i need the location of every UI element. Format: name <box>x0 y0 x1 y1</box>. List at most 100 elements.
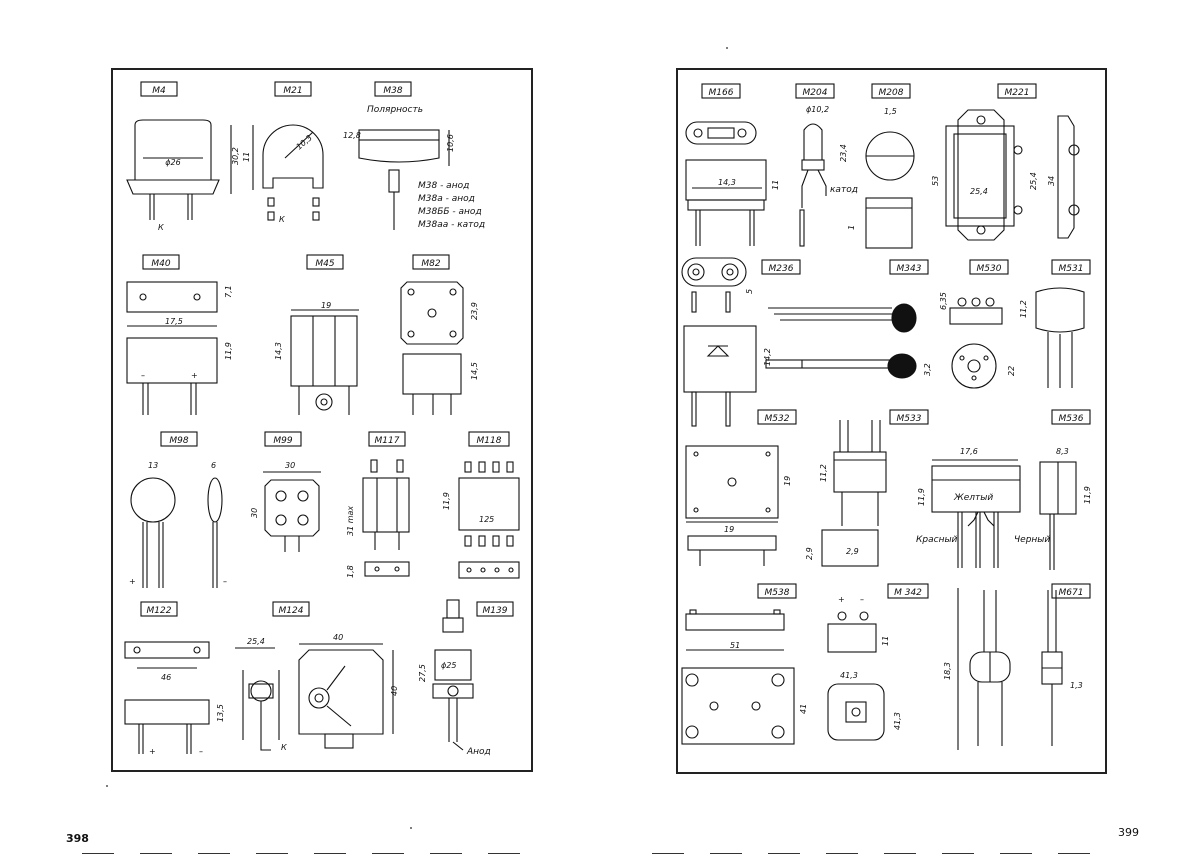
m99-dim-height: 30 <box>250 508 259 518</box>
m535-wire-red: Красный <box>916 535 958 545</box>
m208-dim-top: 1,5 <box>884 107 897 116</box>
m671-label: М671 <box>1059 588 1084 598</box>
m342-dim-side: 41,3 <box>893 712 902 730</box>
m139-label: М139 <box>483 606 508 616</box>
component-m40: М40 7,1 17,5 – + 11,9 <box>126 254 233 415</box>
component-m221: М221 53 25,4 25,4 34 <box>931 83 1080 241</box>
m221-dim-side: 34 <box>1047 176 1056 186</box>
m38-dim-height: 10,6 <box>446 134 455 152</box>
m45-dim-height: 14,3 <box>274 342 283 360</box>
component-m236: М236 5 14,2 <box>681 257 801 427</box>
m531-dim-height: 11,2 <box>1019 300 1028 318</box>
component-m99: М99 30 30 <box>250 431 321 552</box>
m204-dim-diameter: ϕ10,2 <box>806 105 829 114</box>
component-m21: М21 10,3 11 К <box>242 81 324 224</box>
m221-label: М221 <box>1005 88 1030 98</box>
m98-sign-minus: – <box>223 577 227 586</box>
m204-label: М204 <box>803 88 828 98</box>
component-m98: М98 13 + 6 – <box>129 431 227 588</box>
m40-label: М40 <box>151 259 170 269</box>
m533-dim-side: 2,9 <box>805 547 814 560</box>
m21-pin-note: К <box>279 215 285 224</box>
m236-label: М236 <box>769 264 794 274</box>
component-m533: М533 11,2 2,9 2,9 <box>805 409 929 567</box>
m221-dim-width: 25,4 <box>970 187 988 196</box>
m166-dim-width: 14,3 <box>718 178 736 187</box>
m21-label: М21 <box>283 86 302 96</box>
m530-label: М530 <box>977 264 1002 274</box>
m343-label: М343 <box>897 264 922 274</box>
m532-dim-height: 19 <box>783 476 792 486</box>
m40-dim-width: 17,5 <box>165 317 183 326</box>
m122-sign-plus: + <box>149 747 156 756</box>
component-m208: М208 1,5 1 <box>847 83 915 249</box>
m166-dim-height: 11 <box>771 180 780 190</box>
m124-dim-height: 40 <box>390 686 399 696</box>
m536-dim-height: 11,9 <box>1083 486 1092 504</box>
component-m139: М139 ϕ25 27,5 Анод <box>418 599 514 757</box>
m4-label-box <box>140 81 178 97</box>
m124-pin-note: К <box>281 743 287 752</box>
scan-speck <box>106 785 108 787</box>
m535-wire-yellow: Желтый <box>953 493 993 503</box>
m342-sign-minus: – <box>860 595 864 604</box>
component-m45: М45 19 14,3 <box>274 254 359 415</box>
page-number-right: 399 <box>1118 826 1139 839</box>
component-m38: М38 Полярность 12,8 10,6 М38 - анод М38а… <box>343 81 485 230</box>
m381-dim-height: 18,3 <box>943 662 952 680</box>
scan-speck <box>726 47 728 49</box>
m98-dim-diameter: 13 <box>148 461 158 470</box>
m38-label: М38 <box>383 86 402 96</box>
m139-pin-note: Анод <box>466 747 491 757</box>
right-page-drawing: М166 14,3 11 М204 ϕ10,2 23,4 катод М208 … <box>676 68 1107 774</box>
m122-dim-width: 46 <box>161 673 171 682</box>
m21-dim-radius: 10,3 <box>295 133 314 151</box>
component-m532: М532 19 19 <box>685 409 797 566</box>
component-m531: М531 11,2 <box>1019 259 1091 388</box>
m118-label: М118 <box>477 436 502 446</box>
m99-label: М99 <box>273 436 292 446</box>
scan-dashes-right <box>652 853 1090 855</box>
component-m204: М204 ϕ10,2 23,4 катод <box>795 83 858 247</box>
m38-dim-width: 12,8 <box>343 131 361 140</box>
m99-dim-width: 30 <box>285 461 295 470</box>
m40-dim-top: 7,1 <box>224 285 233 298</box>
component-m117: М117 31 max 1,8 <box>346 431 410 578</box>
m535-wire-black: Черный <box>1014 535 1050 545</box>
component-m118: М118 11,9 125 <box>442 431 520 579</box>
scan-speck <box>410 827 412 829</box>
m533-label: М533 <box>897 414 922 424</box>
m204-dim-height: 23,4 <box>839 144 848 162</box>
m535-dim-width: 17,6 <box>960 447 978 456</box>
m221-dim-pitch: 25,4 <box>1029 172 1038 190</box>
m166-label: М166 <box>709 88 734 98</box>
m532-dim-width: 19 <box>724 525 734 534</box>
m530-dim-height: 6,35 <box>939 292 948 310</box>
component-m4: М4 ϕ26 30,2 К <box>126 81 240 232</box>
component-m535: 17,6 Желтый 11,9 Красный Черный <box>916 447 1050 568</box>
m204-pin-note: катод <box>830 185 858 195</box>
m118-dim-height: 11,9 <box>442 492 451 510</box>
m98-dim-thickness: 6 <box>211 461 216 470</box>
m4-label: М4 <box>152 86 166 96</box>
m530-dim-diameter: 22 <box>1007 366 1016 376</box>
m98-sign-plus: + <box>129 577 136 586</box>
m4-dim-diameter: ϕ26 <box>165 158 180 167</box>
m139-dim-diameter: ϕ25 <box>441 661 456 670</box>
m40-sign-minus: – <box>141 371 145 380</box>
m117-label: М117 <box>375 436 400 446</box>
m38-title-note: Полярность <box>367 105 423 115</box>
m538-label: М538 <box>765 588 790 598</box>
m538-dim-height: 41 <box>799 704 808 714</box>
m122-sign-minus: – <box>199 747 203 756</box>
m117-dim-height: 31 max <box>346 506 355 536</box>
m535-dim-height: 11,9 <box>917 488 926 506</box>
component-m530: М530 6,35 22 <box>939 259 1016 389</box>
m122-label: М122 <box>147 606 172 616</box>
m342-label: М 342 <box>894 588 922 598</box>
m342-sign-plus: + <box>838 595 845 604</box>
component-m671: М671 1,3 <box>1041 583 1091 746</box>
component-m124: М124 25,4 К 40 40 <box>235 601 399 752</box>
m536-label: М536 <box>1059 414 1084 424</box>
m118-dim-width: 125 <box>479 515 494 524</box>
